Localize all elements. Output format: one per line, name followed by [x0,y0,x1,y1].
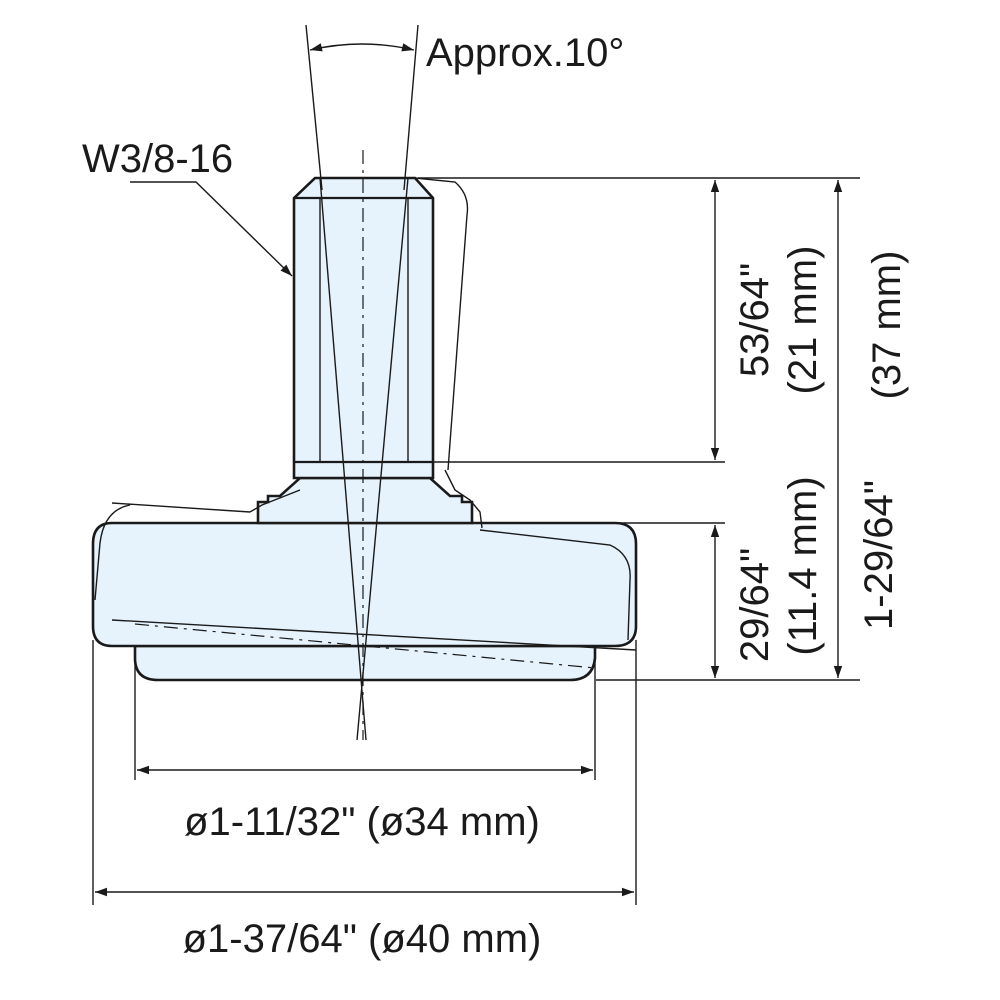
base-diameter-label: ø1-37/64" (ø40 mm) [183,917,542,961]
total-height-mm: (37 mm) [865,251,909,400]
angle-arc [309,43,415,52]
tilted-base-outline [94,502,637,651]
angle-label: Approx.10° [426,31,624,75]
thread-callout: W3/8-16 [82,137,293,277]
total-height-in: 1-29/64" [857,480,901,630]
pad-diameter-label: ø1-11/32" (ø34 mm) [184,800,540,844]
base-disc [91,521,638,648]
stem-height-mm: (21 mm) [781,246,825,395]
tilted-stem-outline [414,177,469,471]
angle-ext-right [403,24,419,191]
tilt-line-left [319,177,367,741]
base-height-in: 29/64" [733,548,777,662]
tilted-base-center-line [134,623,596,669]
height-dimensions: 53/64" (21 mm) 29/64" (11.4 mm) 1-29/64"… [418,177,909,681]
base-height-mm: (11.4 mm) [781,476,825,655]
angle-ext-left [305,24,323,191]
tilted-collar-outline [249,469,483,529]
collar [256,476,474,525]
angle-dimension: Approx.10° [305,24,624,191]
thread-leader [130,181,293,277]
rubber-pad [133,644,597,682]
part-outline [91,150,638,741]
thread-label: W3/8-16 [82,137,233,181]
diameter-dimensions: ø1-11/32" (ø34 mm) ø1-37/64" (ø40 mm) [92,640,637,961]
stem-height-in: 53/64" [733,263,777,377]
tilt-line-right [356,177,409,741]
